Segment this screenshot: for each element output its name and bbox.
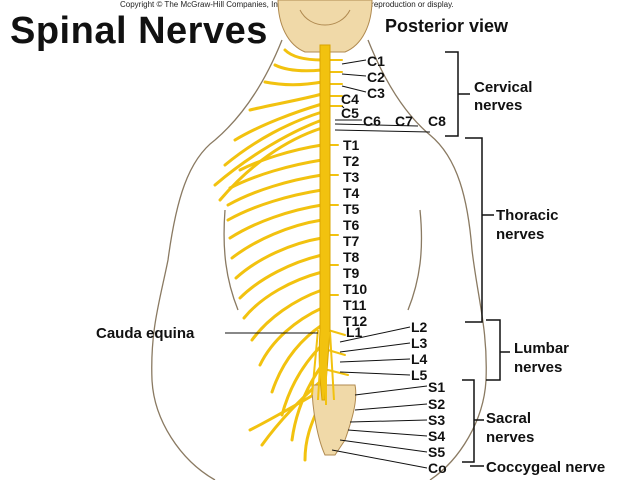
- page-title: Spinal Nerves: [10, 10, 268, 52]
- label-t1: T1: [343, 137, 360, 153]
- label-co: Co: [428, 460, 447, 476]
- label-l2: L2: [411, 319, 428, 335]
- label-c6: C6: [363, 113, 381, 129]
- label-s3: S3: [428, 412, 445, 428]
- label-c3: C3: [367, 85, 385, 101]
- label-t3: T3: [343, 169, 360, 185]
- label-l1: L1: [346, 324, 363, 340]
- label-l4: L4: [411, 351, 428, 367]
- label-s5: S5: [428, 444, 445, 460]
- label-t10: T10: [343, 281, 367, 297]
- label-t4: T4: [343, 185, 360, 201]
- label-s1: S1: [428, 379, 445, 395]
- cervical-label-line1: Cervical: [474, 79, 532, 96]
- label-t2: T2: [343, 153, 360, 169]
- label-c7: C7: [395, 113, 413, 129]
- cervical-label-line2: nerves: [474, 97, 522, 114]
- label-c8: C8: [428, 113, 446, 129]
- label-t7: T7: [343, 233, 360, 249]
- label-l3: L3: [411, 335, 428, 351]
- cauda-equina-label: Cauda equina: [96, 325, 195, 342]
- label-c2: C2: [367, 69, 385, 85]
- label-l5: L5: [411, 367, 428, 383]
- label-t9: T9: [343, 265, 360, 281]
- sacral-label-line2: nerves: [486, 429, 534, 446]
- label-t6: T6: [343, 217, 360, 233]
- label-t8: T8: [343, 249, 360, 265]
- label-c1: C1: [367, 53, 385, 69]
- lumbar-label-line1: Lumbar: [514, 340, 569, 357]
- skull-base: [277, 0, 373, 53]
- label-t5: T5: [343, 201, 360, 217]
- nerve-branches-left: [213, 48, 324, 462]
- sacral-label-line1: Sacral: [486, 410, 531, 427]
- leader-lines: [225, 59, 431, 469]
- nerve-labels: C1 C2 C3 C4 C5 C6 C7 C8 T1 T2 T3 T4 T5 T…: [341, 53, 447, 476]
- group-labels: Cervical nerves Thoracic nerves Lumbar n…: [96, 79, 605, 476]
- label-c5: C5: [341, 105, 359, 121]
- body-outline: [151, 39, 487, 480]
- label-t11: T11: [343, 297, 367, 313]
- label-s4: S4: [428, 428, 445, 444]
- spinal-cord: [311, 44, 335, 405]
- sacrum-bone: [311, 384, 357, 456]
- label-t12: T12: [343, 313, 367, 329]
- group-brackets: [445, 51, 510, 467]
- thoracic-label-line2: nerves: [496, 226, 544, 243]
- lumbar-label-line2: nerves: [514, 359, 562, 376]
- thoracic-label-line1: Thoracic: [496, 207, 559, 224]
- view-label: Posterior view: [385, 16, 509, 36]
- label-c4: C4: [341, 91, 359, 107]
- coccygeal-label: Coccygeal nerve: [486, 459, 605, 476]
- label-s2: S2: [428, 396, 445, 412]
